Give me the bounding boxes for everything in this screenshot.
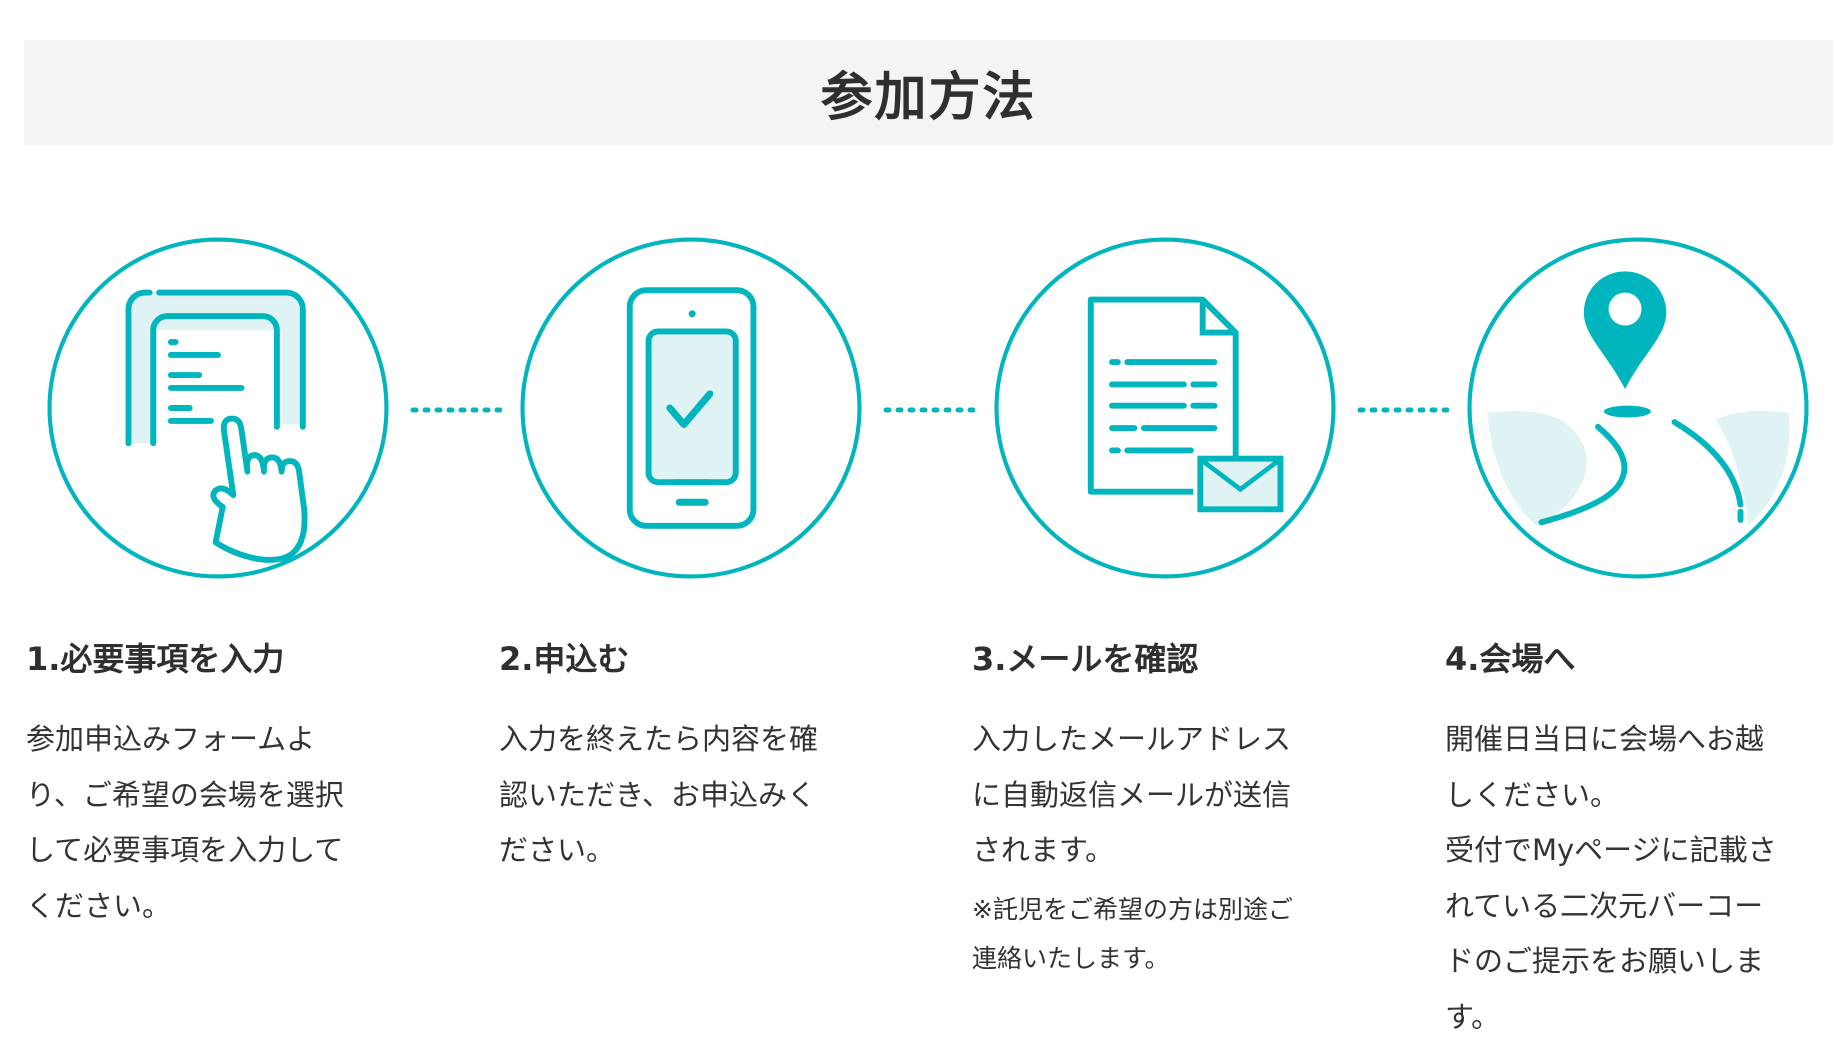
text-line: に自動返信メールが送信	[972, 777, 1292, 812]
text-line: 開催日当日に会場へお越	[1445, 722, 1765, 756]
text-line: 連絡いたします。	[972, 943, 1170, 973]
text-line: 入力を終えたら内容を確	[499, 722, 819, 756]
step-note: ※託児をご希望の方は別途ご 連絡いたします。	[972, 885, 1352, 983]
step-heading: 1.必要事項を入力	[26, 640, 285, 678]
dotted-connector	[410, 407, 502, 413]
text-line: ※託児をご希望の方は別途ご	[972, 894, 1293, 924]
text-line: り、ご希望の会場を選択	[26, 777, 344, 812]
step-4: 4.会場へ 開催日当日に会場へお越 しください。 受付でMyページに記載さ れて…	[1445, 630, 1825, 1045]
dotted-connector	[1357, 407, 1449, 413]
page-title: 参加方法	[820, 68, 1037, 128]
document-mail-icon	[994, 237, 1336, 579]
step-1: 1.必要事項を入力 参加申込みフォームよ り、ご希望の会場を選択 して必要事項を…	[26, 630, 406, 934]
text-line: しください。	[1445, 777, 1620, 812]
text-line: ください。	[26, 888, 172, 923]
text-line: 入力したメールアドレス	[972, 722, 1292, 756]
section-header: 参加方法	[24, 40, 1833, 145]
step-3: 3.メールを確認 入力したメールアドレス に自動返信メールが送信 されます。 ※…	[972, 630, 1352, 983]
step-description: 開催日当日に会場へお越 しください。 受付でMyページに記載さ れている二次元バ…	[1445, 712, 1825, 1045]
text-line: 受付でMyページに記載さ	[1445, 833, 1777, 867]
form-input-hand-icon	[47, 237, 389, 579]
text-line: す。	[1445, 999, 1501, 1034]
step-heading: 3.メールを確認	[972, 640, 1199, 678]
step-heading: 4.会場へ	[1445, 640, 1576, 678]
step-heading: 2.申込む	[499, 640, 630, 678]
step-2: 2.申込む 入力を終えたら内容を確 認いただき、お申込みく ださい。	[499, 630, 879, 879]
step-description: 入力したメールアドレス に自動返信メールが送信 されます。	[972, 712, 1352, 879]
text-line: れている二次元バーコー	[1445, 888, 1764, 923]
text-line: して必要事項を入力して	[26, 833, 344, 867]
text-line: ださい。	[499, 833, 616, 867]
dotted-connector	[883, 407, 975, 413]
smartphone-check-icon	[520, 237, 862, 579]
text-line: 参加申込みフォームよ	[26, 722, 316, 756]
step-description: 入力を終えたら内容を確 認いただき、お申込みく ださい。	[499, 712, 879, 879]
text-line: 認いただき、お申込みく	[499, 777, 816, 812]
text-line: ドのご提示をお願いしま	[1445, 944, 1765, 978]
location-pin-road-icon	[1467, 237, 1809, 579]
text-line: されます。	[972, 833, 1115, 867]
step-description: 参加申込みフォームよ り、ご希望の会場を選択 して必要事項を入力して ください。	[26, 712, 406, 934]
